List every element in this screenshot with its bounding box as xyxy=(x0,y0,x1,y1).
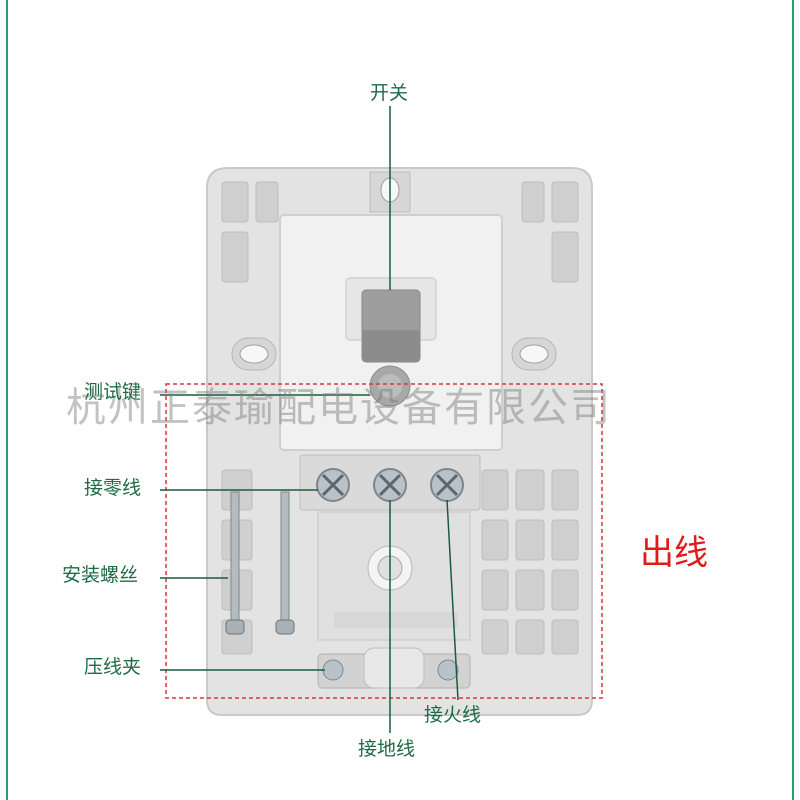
wire-clamp xyxy=(317,647,471,689)
label-outlet: 出线 xyxy=(640,533,708,573)
switch-module xyxy=(279,214,503,451)
screw-terminal-icon xyxy=(373,468,407,502)
screw-terminal-icon xyxy=(430,468,464,502)
mounting-screw-icon xyxy=(225,491,245,635)
wire-channel xyxy=(317,511,471,641)
watermark: 杭州正泰瑜配电设备有限公司 xyxy=(66,385,612,431)
label-live-terminal: 接火线 xyxy=(424,704,482,726)
mounting-screw-icon xyxy=(275,491,295,635)
right-frame-line xyxy=(792,0,794,800)
label-mounting-screw: 安装螺丝 xyxy=(62,564,139,586)
label-neutral-terminal: 接零线 xyxy=(84,477,142,499)
left-frame-line xyxy=(6,0,8,800)
label-ground-terminal: 接地线 xyxy=(358,738,416,760)
screw-terminal-icon xyxy=(316,468,350,502)
terminal-block xyxy=(299,454,481,511)
leader-lines xyxy=(160,106,459,733)
outlet-region-box xyxy=(165,383,603,699)
label-wire-clamp: 压线夹 xyxy=(84,656,142,678)
label-switch: 开关 xyxy=(370,82,409,104)
label-test-key: 测试键 xyxy=(84,381,142,403)
